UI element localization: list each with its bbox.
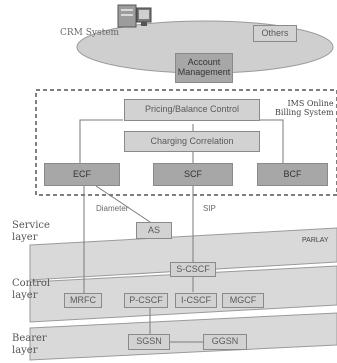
control-layer-label: Control layer (12, 278, 50, 302)
right-fragment-label: PARLAY (302, 237, 329, 244)
service-layer-label-line-1: Service (12, 220, 50, 231)
ecf-label: ECF (73, 168, 91, 179)
bearer-layer-plane (29, 312, 337, 361)
connector-ecf-bracket (79, 119, 123, 167)
ggsn-label: GGSN (211, 336, 239, 347)
account-management-line-2: Management (177, 67, 231, 77)
connector-bcf-bracket (260, 119, 284, 167)
others-box: Others (253, 25, 297, 42)
p-cscf-box: P-CSCF (124, 293, 168, 308)
account-management-box: Account Management (175, 53, 233, 83)
bearer-layer-label: Bearer layer (12, 333, 47, 357)
pricing-balance-control-box: Pricing/Balance Control (124, 99, 260, 121)
pricing-balance-control-label: Pricing/Balance Control (144, 104, 240, 115)
ims-billing-label-line-2: Billing System (275, 107, 334, 117)
i-cscf-box: I-CSCF (175, 293, 217, 308)
scf-box: SCF (153, 163, 233, 186)
server-icon (117, 4, 137, 28)
charging-correlation-label: Charging Correlation (150, 135, 234, 146)
service-layer-plane (29, 227, 337, 281)
mrfc-box: MRFC (64, 293, 102, 308)
control-layer-label-line-1: Control (12, 278, 51, 289)
monitor-icon (136, 7, 152, 26)
as-box: AS (136, 222, 172, 239)
sgsn-box: SGSN (128, 334, 170, 350)
p-cscf-label: P-CSCF (129, 294, 163, 305)
scf-label: SCF (184, 168, 202, 179)
ggsn-box: GGSN (203, 334, 247, 350)
sip-label: SIP (203, 204, 216, 213)
i-cscf-label: I-CSCF (181, 294, 211, 305)
ims-billing-label: IMS Online Billing System (275, 99, 334, 118)
diameter-label: Diameter (96, 204, 129, 213)
online-billing-frame (35, 89, 337, 196)
as-label: AS (147, 224, 160, 235)
service-layer-label-line-2: layer (12, 232, 38, 243)
account-management-line-1: Account (187, 57, 221, 68)
ims-billing-label-line-1: IMS Online (287, 99, 334, 108)
sgsn-label: SGSN (136, 336, 162, 347)
bcf-label: BCF (283, 168, 302, 179)
mgcf-label: MGCF (229, 294, 257, 305)
connector-ecf-as (95, 185, 151, 223)
control-layer-label-line-2: layer (12, 290, 38, 301)
s-cscf-box: S-CSCF (170, 262, 216, 277)
service-layer-label: Service layer (12, 220, 50, 244)
others-label: Others (261, 27, 289, 38)
ecf-box: ECF (44, 163, 120, 186)
crm-system-label: CRM System (60, 28, 120, 38)
bearer-layer-label-line-1: Bearer (12, 333, 47, 344)
s-cscf-label: S-CSCF (176, 263, 210, 274)
mgcf-box: MGCF (222, 293, 264, 308)
charging-correlation-box: Charging Correlation (124, 131, 260, 152)
bearer-layer-label-line-2: layer (12, 345, 38, 356)
mrfc-label: MRFC (70, 294, 96, 305)
bcf-box: BCF (257, 163, 328, 186)
